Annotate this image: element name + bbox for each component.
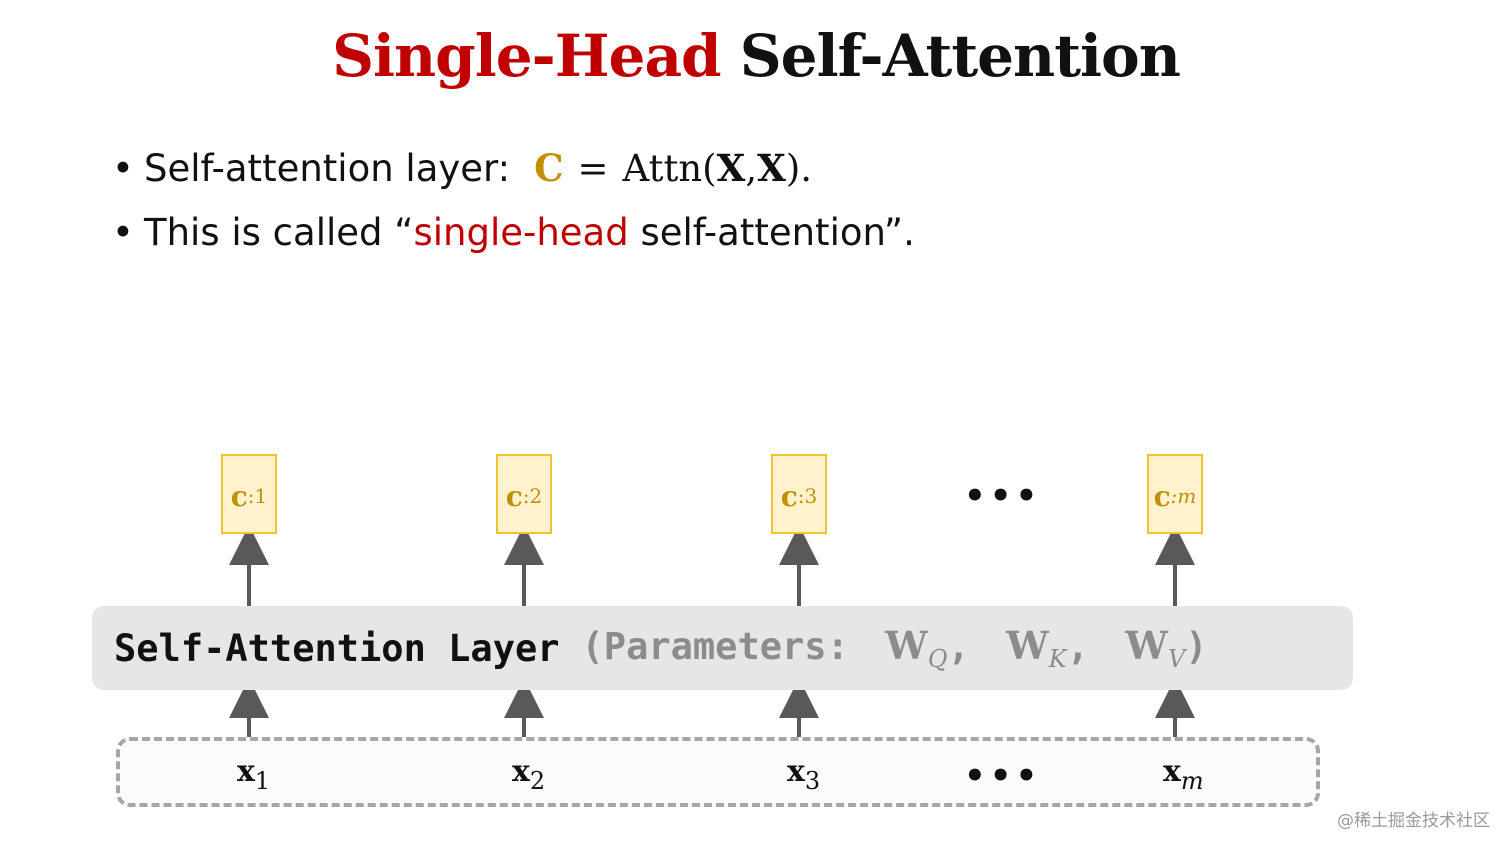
output-ellipsis: ••• xyxy=(964,476,1042,516)
output-c2-base: c xyxy=(505,479,523,513)
param-wv-base: W xyxy=(1125,623,1168,668)
input-x3-sub: 3 xyxy=(804,767,821,795)
layer-label: Self-Attention Layer xyxy=(114,626,560,670)
formula-c: C xyxy=(534,146,564,190)
bullet-2-pre: This is called “ xyxy=(144,210,414,254)
output-c1-base: c xyxy=(230,479,248,513)
bullet-list: • Self-attention layer: C = Attn(X,X). •… xyxy=(112,136,915,264)
formula-arg2: X xyxy=(757,146,786,190)
output-cm-base: c xyxy=(1153,479,1171,513)
param-wv: WV xyxy=(1125,623,1185,673)
input-ellipsis: ••• xyxy=(964,756,1042,796)
param-wv-sub: V xyxy=(1167,645,1186,673)
output-c2-box: c:2 xyxy=(496,454,552,534)
output-c3-base: c xyxy=(780,479,798,513)
title-rest: Self-Attention xyxy=(739,22,1181,90)
params-sep-1: , xyxy=(947,625,970,668)
bullet-2-highlight: single-head xyxy=(413,210,629,254)
input-x2-base: x xyxy=(512,754,530,789)
output-c1-box: c:1 xyxy=(221,454,277,534)
input-xm-sub: m xyxy=(1180,767,1204,795)
output-c3-box: c:3 xyxy=(771,454,827,534)
output-cm-box: c:m xyxy=(1147,454,1203,534)
bullet-dot: • xyxy=(112,210,134,254)
input-x1: x1 xyxy=(237,754,270,795)
param-wq: WQ xyxy=(885,623,947,673)
param-wk: WK xyxy=(1006,623,1067,673)
input-xm: xm xyxy=(1163,754,1204,795)
bullet-2: • This is called “single-head self-atten… xyxy=(112,200,915,264)
param-wk-base: W xyxy=(1006,623,1049,668)
params-sep-2: , xyxy=(1066,625,1089,668)
output-cm-sub: :m xyxy=(1170,484,1197,508)
input-x1-base: x xyxy=(237,754,255,789)
input-x3: x3 xyxy=(787,754,820,795)
params-close: ) xyxy=(1185,625,1208,668)
title-highlight: Single-Head xyxy=(332,22,721,90)
layer-params: (Parameters: WQ, WK, WV) xyxy=(582,623,1208,673)
params-open: (Parameters: xyxy=(581,625,849,668)
param-wq-sub: Q xyxy=(927,645,948,673)
formula-fn: Attn( xyxy=(622,146,717,190)
bullet-1-text: Self-attention layer: xyxy=(144,146,511,190)
formula-close: ). xyxy=(785,146,813,190)
input-xm-base: x xyxy=(1163,754,1181,789)
slide-title: Single-Head Self-Attention xyxy=(0,22,1512,90)
self-attention-layer: Self-Attention Layer (Parameters: WQ, WK… xyxy=(92,606,1353,690)
param-wk-sub: K xyxy=(1048,645,1067,673)
param-wq-base: W xyxy=(885,623,928,668)
output-c3-sub: :3 xyxy=(797,484,818,508)
formula-arg1: X xyxy=(716,146,746,190)
bullet-2-post: self-attention”. xyxy=(628,210,915,254)
input-x2-sub: 2 xyxy=(529,767,546,795)
input-sequence-box xyxy=(116,737,1320,807)
watermark: @稀土掘金技术社区 xyxy=(1337,811,1490,831)
formula-comma: , xyxy=(745,146,758,190)
input-x2: x2 xyxy=(512,754,545,795)
formula-eq: = xyxy=(577,146,609,190)
bullet-1: • Self-attention layer: C = Attn(X,X). xyxy=(112,136,915,200)
input-x1-sub: 1 xyxy=(254,767,271,795)
output-c1-sub: :1 xyxy=(247,484,268,508)
input-x3-base: x xyxy=(787,754,805,789)
bullet-dot: • xyxy=(112,146,134,190)
output-c2-sub: :2 xyxy=(522,484,543,508)
